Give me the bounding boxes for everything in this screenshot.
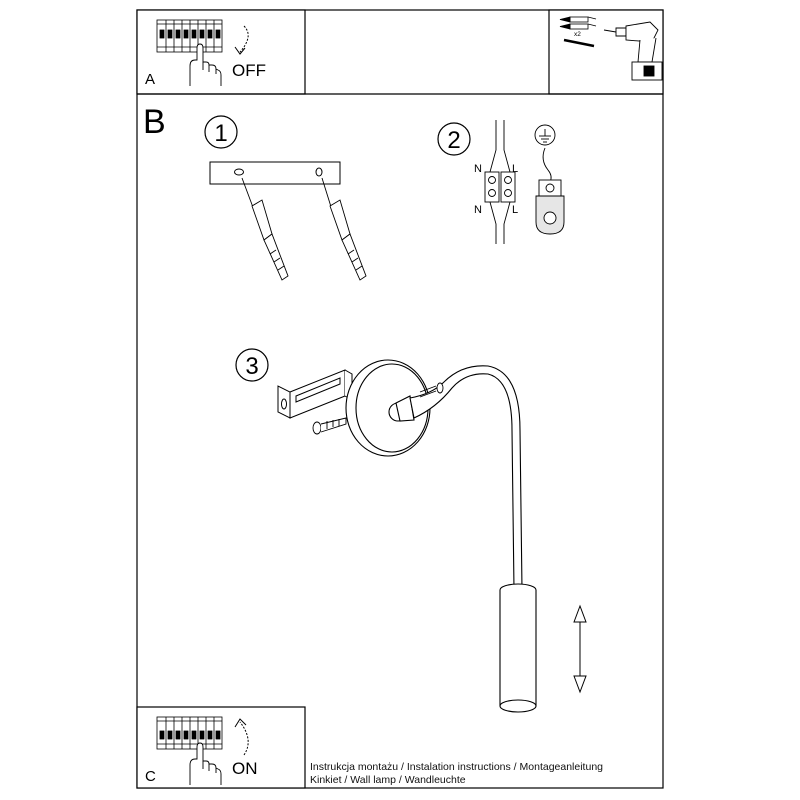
switch-off-arrow-icon <box>239 25 249 53</box>
switch-on-arrow-icon <box>239 721 249 756</box>
panel-a-letter: A <box>145 71 155 88</box>
wire-label-l-top: L <box>512 163 518 175</box>
step-1-number: 1 <box>214 120 227 147</box>
footer-title: Instrukcja montażu / Instalation instruc… <box>310 761 603 773</box>
anchor-count-label: x2 <box>574 31 581 38</box>
wall-lamp-icon <box>345 359 537 713</box>
wall-anchor-icon <box>559 16 597 30</box>
footer-subtitle: Kinkiet / Wall lamp / Wandleuchte <box>310 774 466 786</box>
breaker-box-icon-c <box>156 716 223 750</box>
step-3-circle <box>235 348 269 382</box>
ground-terminal-icon <box>535 147 565 235</box>
hand-icon <box>189 43 222 86</box>
mounting-plate-icon <box>209 161 341 185</box>
hand-icon-c <box>189 742 222 785</box>
fixing-screw-icon <box>312 417 347 435</box>
ground-symbol-icon <box>534 124 556 146</box>
wire-label-n-bottom: N <box>474 204 482 216</box>
step-2-number: 2 <box>447 127 460 154</box>
screw-and-anchor-right-icon <box>321 177 367 281</box>
panel-c-letter: C <box>145 768 156 785</box>
switch-on-label: ON <box>232 759 258 778</box>
panel-b-letter: B <box>143 103 166 141</box>
mounting-bracket-icon <box>277 369 353 419</box>
step-3-number: 3 <box>245 353 258 380</box>
breaker-box-icon <box>156 19 223 53</box>
switch-off-label: OFF <box>232 61 266 80</box>
wire-label-l-bottom: L <box>512 204 518 216</box>
screw-and-anchor-left-icon <box>241 177 289 281</box>
drill-icon <box>603 21 663 81</box>
ceiling-screw-icon <box>419 382 444 398</box>
step-2-circle <box>437 122 471 156</box>
height-adjust-arrow-icon <box>573 604 587 694</box>
step-1-circle <box>204 115 238 149</box>
wire-label-n-top: N <box>474 163 482 175</box>
outer-frame <box>136 9 664 789</box>
screws-icon <box>563 38 595 48</box>
terminal-block-icon <box>484 120 516 244</box>
